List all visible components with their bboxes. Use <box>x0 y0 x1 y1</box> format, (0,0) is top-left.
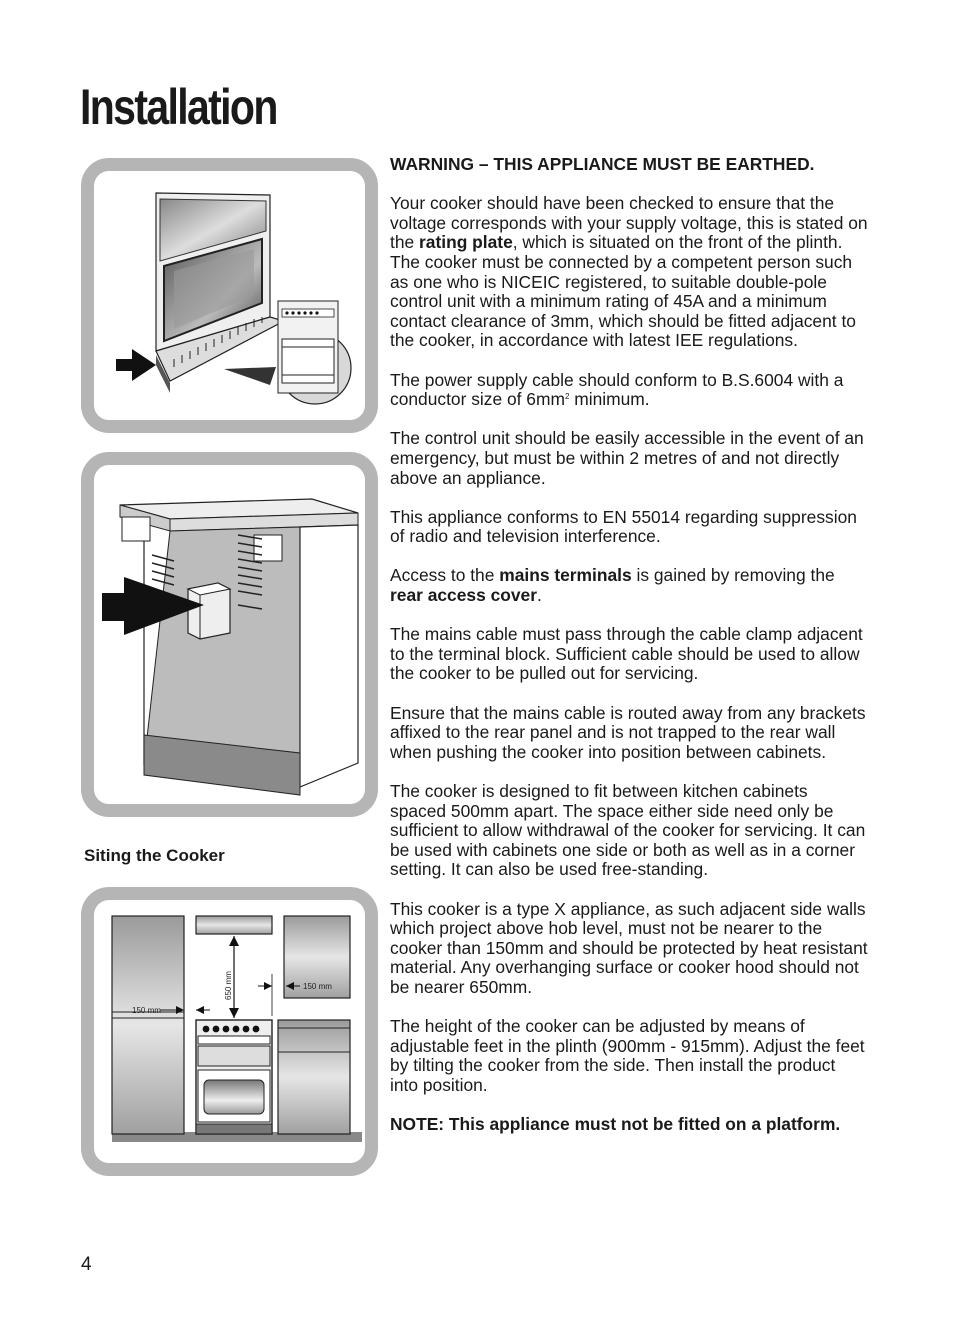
paragraph-interference: This appliance conforms to EN 55014 rega… <box>390 506 857 547</box>
paragraph-cable-clamp: The mains cable must pass through the ca… <box>390 624 863 684</box>
page-title: Installation <box>80 79 278 135</box>
siting-diagram: 650 mm 150 mm 150 mm <box>81 887 378 1176</box>
rear-access-illustration <box>81 452 378 817</box>
rating-plate-illustration <box>81 158 378 433</box>
left-clearance-label: 150 mm <box>132 1006 161 1015</box>
siting-section-title: Siting the Cooker <box>84 846 225 865</box>
pointer-arrow-icon <box>116 349 156 381</box>
pointer-arrow-icon <box>102 577 204 635</box>
paragraph-type-x: This cooker is a type X appliance, as su… <box>390 898 868 997</box>
paragraph-supply-voltage: Your cooker should have been checked to … <box>390 193 868 351</box>
height-clearance-label: 650 mm <box>224 971 233 1000</box>
paragraph-control-unit: The control unit should be easily access… <box>390 428 864 488</box>
warning-heading: WARNING – THIS APPLIANCE MUST BE EARTHED… <box>390 154 815 174</box>
installation-text: WARNING – THIS APPLIANCE MUST BE EARTHED… <box>390 154 868 1154</box>
right-clearance-label: 150 mm <box>303 982 332 991</box>
paragraph-power-cable: The power supply cable should conform to… <box>390 369 844 410</box>
note-platform: NOTE: This appliance must not be fitted … <box>390 1114 841 1135</box>
paragraph-cable-routing: Ensure that the mains cable is routed aw… <box>390 702 866 762</box>
paragraph-mains-terminals: Access to the mains terminals is gained … <box>390 565 835 606</box>
paragraph-cabinet-spacing: The cooker is designed to fit between ki… <box>390 781 866 880</box>
paragraph-height-adjust: The height of the cooker can be adjusted… <box>390 1016 865 1095</box>
page-number: 4 <box>81 1254 92 1275</box>
